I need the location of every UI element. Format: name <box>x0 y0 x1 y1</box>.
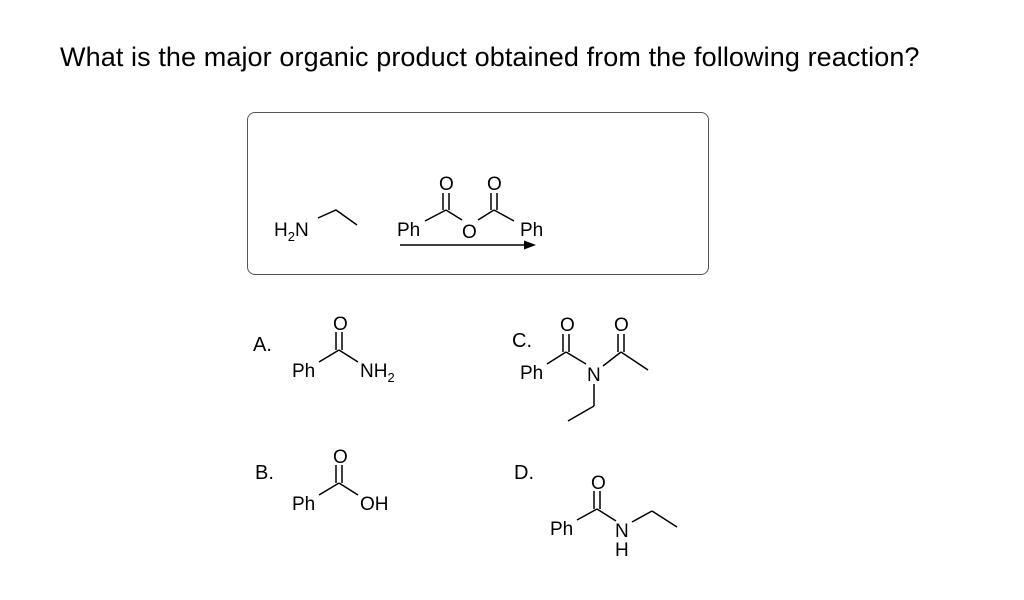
option-a-structure: Ph O NH2 <box>292 314 395 385</box>
option-d-bond <box>631 510 653 523</box>
option-b-bond <box>338 482 359 496</box>
option-d-nitrogen-label: N <box>615 521 629 542</box>
reagent-ph-left-label: Ph <box>397 220 420 241</box>
option-d-bond <box>596 508 617 522</box>
reagent-bond <box>424 209 447 222</box>
option-d-bond <box>576 508 598 521</box>
option-d-structure: Ph O N H <box>550 473 678 561</box>
reaction-arrow-head <box>524 240 536 250</box>
amine-h2n-label: H2N <box>274 220 309 244</box>
option-b-bond <box>318 482 340 496</box>
option-c-structure: Ph O N O <box>520 315 649 422</box>
option-a-label: A. <box>253 334 272 356</box>
option-b-oh-label: OH <box>360 494 389 515</box>
option-d-ph-label: Ph <box>550 519 573 540</box>
option-c-ph-label: Ph <box>520 363 543 384</box>
reagent-bridge-oxygen: O <box>462 222 477 243</box>
option-a-ph-label: Ph <box>292 361 315 382</box>
option-d-hydrogen-label: H <box>615 540 629 561</box>
option-a-bond <box>338 349 359 363</box>
option-d-carbonyl-oxygen: O <box>591 473 606 494</box>
option-a-bond <box>318 349 340 363</box>
option-c-carbonyl-oxygen-1: O <box>560 315 575 336</box>
option-c-bond <box>565 351 587 365</box>
reagent-bond <box>493 209 515 222</box>
reagent-bond <box>477 209 495 221</box>
option-a-nh2-label: NH2 <box>360 361 395 385</box>
question-text: What is the major organic product obtain… <box>60 42 920 72</box>
option-c-nitrogen-label: N <box>587 365 601 386</box>
option-b-structure: Ph O OH <box>292 447 389 515</box>
reagent-ph-right-label: Ph <box>520 220 543 241</box>
option-c-bond <box>602 351 622 367</box>
ethyl-chain <box>317 209 358 226</box>
option-b-ph-label: Ph <box>292 494 315 515</box>
option-c-bond <box>620 351 649 371</box>
reaction-box <box>247 112 709 275</box>
option-c-carbonyl-oxygen-2: O <box>614 315 629 336</box>
option-a-carbonyl-oxygen: O <box>333 314 348 335</box>
reagent-carbonyl-oxygen: O <box>439 174 454 195</box>
option-c-bond <box>546 351 567 365</box>
option-c-bond <box>567 405 595 422</box>
option-b-carbonyl-oxygen: O <box>333 447 348 468</box>
option-c-label: C. <box>512 330 532 352</box>
reagent-carbonyl-oxygen: O <box>487 174 502 195</box>
benzoic-anhydride-structure: Ph O O O Ph <box>397 174 543 243</box>
reagent-bond <box>445 209 463 221</box>
option-d-label: D. <box>514 462 534 484</box>
option-d-bond <box>651 510 678 528</box>
ethylamine-structure: H2N <box>274 209 358 244</box>
option-b-label: B. <box>255 462 274 484</box>
